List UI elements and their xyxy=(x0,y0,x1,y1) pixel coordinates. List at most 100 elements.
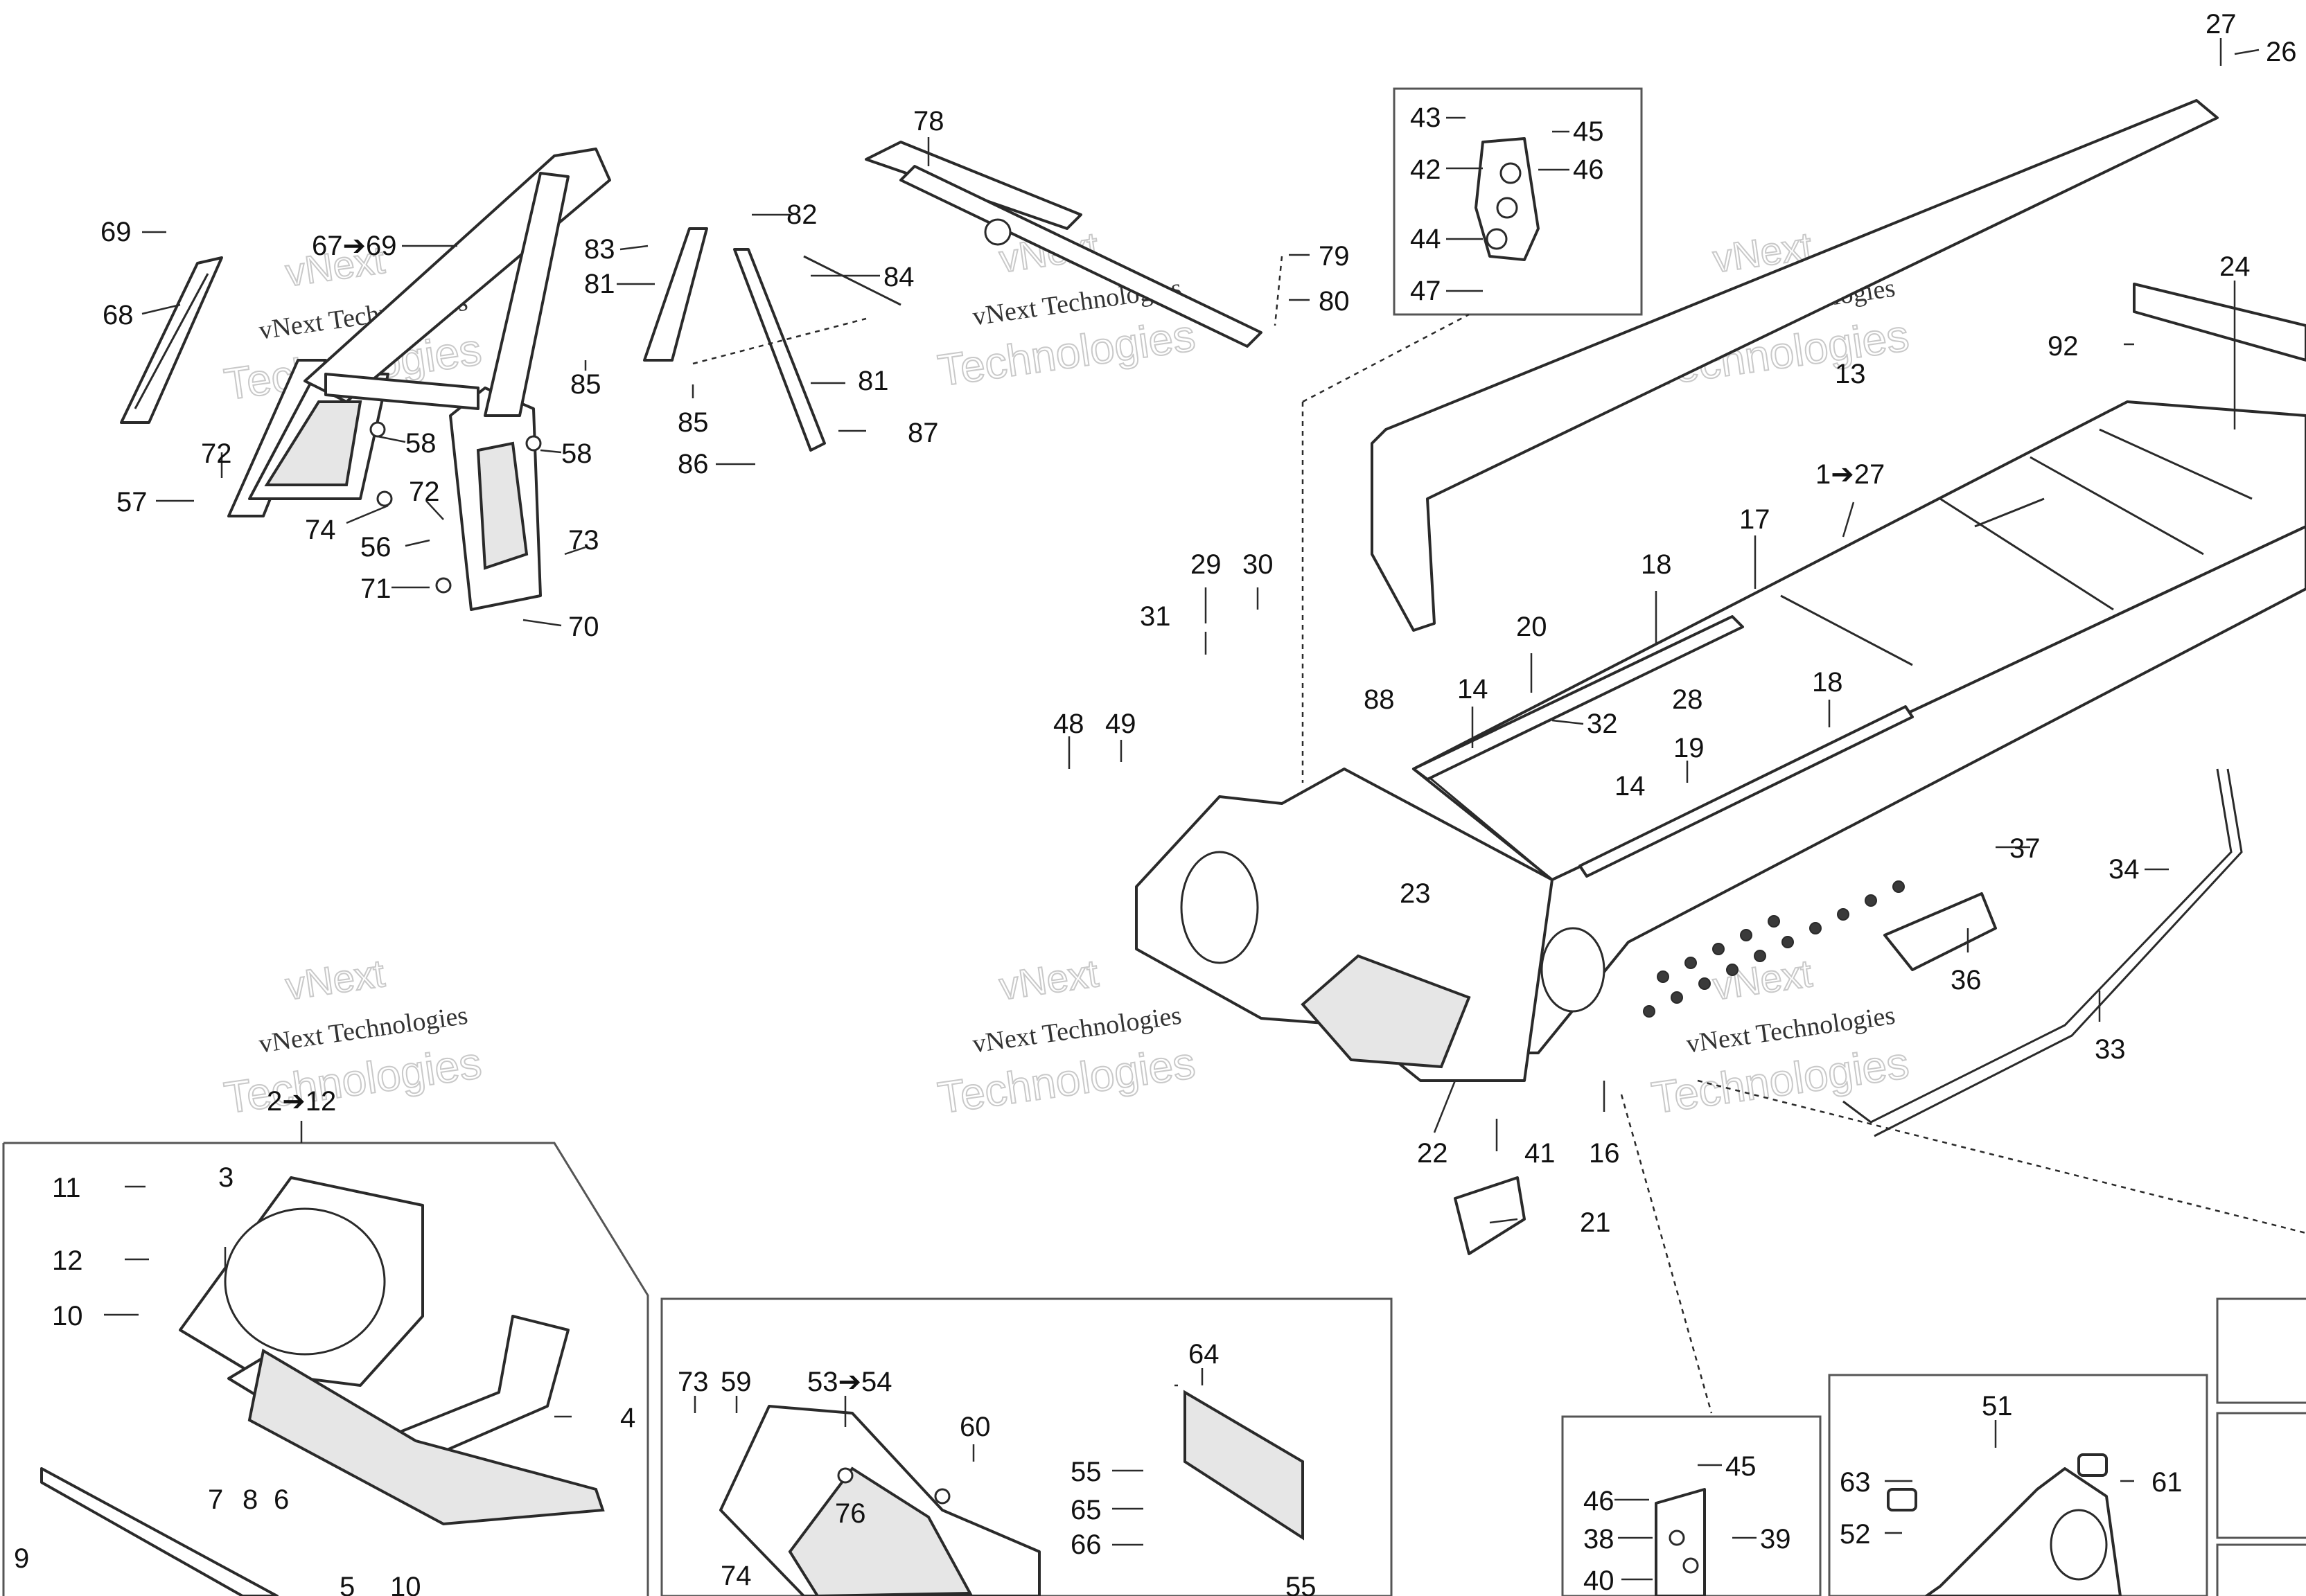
callout-33: 33 xyxy=(2095,1034,2126,1065)
callout-26: 26 xyxy=(2266,37,2297,67)
callout-83: 83 xyxy=(584,234,615,265)
steering-column xyxy=(865,141,1283,348)
detail-box-side-a xyxy=(2216,1297,2306,1404)
engine-mount-detail xyxy=(1887,1453,2122,1596)
callout-73b: 73 xyxy=(678,1367,709,1397)
callout-37: 37 xyxy=(2009,833,2041,864)
detail-box-cradle xyxy=(2,1142,649,1596)
callout-48: 48 xyxy=(1053,709,1084,739)
callout-7: 7 xyxy=(208,1484,223,1515)
callout-46b: 46 xyxy=(1583,1486,1614,1516)
callout-60: 60 xyxy=(960,1412,991,1442)
leader-lines xyxy=(104,38,2260,1581)
callout-88: 88 xyxy=(1364,684,1395,715)
callout-70: 70 xyxy=(568,612,599,642)
callout-46a: 46 xyxy=(1573,154,1604,185)
callout-11: 11 xyxy=(52,1173,81,1203)
callout-56: 56 xyxy=(360,532,391,562)
callout-19: 19 xyxy=(1673,733,1705,763)
callout-23: 23 xyxy=(1400,878,1431,909)
callout-14b: 14 xyxy=(1614,771,1646,801)
callout-18a: 18 xyxy=(1641,549,1672,580)
callout-28: 28 xyxy=(1672,684,1703,715)
skid-plate-assembly xyxy=(719,1390,1304,1596)
callout-82: 82 xyxy=(786,200,818,230)
callout-80: 80 xyxy=(1319,286,1350,317)
callout-43: 43 xyxy=(1410,103,1441,133)
callout-58b: 58 xyxy=(561,438,592,469)
callout-67-69: 67➔69 xyxy=(312,231,397,261)
detail-box-side-b xyxy=(2216,1412,2306,1539)
callout-16: 16 xyxy=(1589,1138,1620,1169)
callout-10a: 10 xyxy=(52,1301,83,1331)
callout-71: 71 xyxy=(360,574,391,604)
callout-92: 92 xyxy=(2048,331,2079,362)
detail-box-side-c xyxy=(2216,1543,2306,1596)
callout-53-54: 53➔54 xyxy=(807,1367,892,1397)
callout-20: 20 xyxy=(1516,612,1547,642)
detail-box-mount xyxy=(1828,1374,2208,1596)
callout-36: 36 xyxy=(1951,965,1982,995)
callout-6: 6 xyxy=(274,1484,289,1515)
callout-64: 64 xyxy=(1188,1339,1220,1369)
callout-66: 66 xyxy=(1071,1530,1102,1560)
callout-47: 47 xyxy=(1410,276,1441,306)
callout-1-27: 1➔27 xyxy=(1815,459,1885,490)
callout-34: 34 xyxy=(2109,854,2140,885)
callout-85a: 85 xyxy=(570,369,601,400)
callout-87: 87 xyxy=(908,418,939,448)
watermark-vnext: vNext xyxy=(996,951,1101,1008)
watermark-vnext: vNext xyxy=(283,951,387,1008)
callout-65: 65 xyxy=(1071,1495,1102,1525)
callout-30: 30 xyxy=(1242,549,1274,580)
callout-12: 12 xyxy=(52,1245,83,1276)
callout-labels: 69 68 67➔69 72 57 74 58 72 56 71 58 73 7… xyxy=(14,9,2297,1596)
detail-box-bracket xyxy=(1393,87,1643,316)
callout-55a: 55 xyxy=(1071,1457,1102,1487)
callout-81a: 81 xyxy=(584,269,615,299)
callout-2-12: 2➔12 xyxy=(267,1086,336,1117)
running-board-holes xyxy=(1643,880,1905,1018)
callout-74a: 74 xyxy=(305,515,336,545)
callout-44: 44 xyxy=(1410,224,1441,254)
callout-38: 38 xyxy=(1583,1524,1614,1554)
callout-31: 31 xyxy=(1140,601,1171,632)
callout-10b: 10 xyxy=(390,1572,421,1596)
callout-81b: 81 xyxy=(858,366,889,396)
callout-68: 68 xyxy=(103,300,134,330)
callout-42: 42 xyxy=(1410,154,1441,185)
callout-5: 5 xyxy=(340,1572,355,1596)
callout-55b: 55 xyxy=(1285,1572,1317,1596)
detail-box-skid xyxy=(660,1297,1393,1596)
callout-61: 61 xyxy=(2151,1467,2183,1498)
callout-57: 57 xyxy=(116,487,148,517)
callout-63: 63 xyxy=(1840,1467,1871,1498)
callout-52: 52 xyxy=(1840,1519,1871,1550)
callout-22: 22 xyxy=(1417,1138,1448,1169)
callout-41: 41 xyxy=(1524,1138,1556,1169)
callout-72b: 72 xyxy=(409,477,440,507)
callout-74b: 74 xyxy=(721,1561,752,1591)
callout-17: 17 xyxy=(1739,504,1770,535)
callout-45a: 45 xyxy=(1573,116,1604,147)
callout-69: 69 xyxy=(100,217,132,247)
callout-78: 78 xyxy=(913,106,944,136)
callout-51: 51 xyxy=(1982,1391,2013,1421)
callout-24: 24 xyxy=(2219,251,2251,282)
lower-bracket-detail xyxy=(1655,1488,1706,1596)
callout-85b: 85 xyxy=(678,407,709,438)
callout-72a: 72 xyxy=(201,438,232,469)
callout-40: 40 xyxy=(1583,1566,1614,1596)
callout-14a: 14 xyxy=(1457,674,1488,704)
callout-76: 76 xyxy=(835,1498,866,1529)
callout-86: 86 xyxy=(678,449,709,479)
callout-45b: 45 xyxy=(1725,1451,1757,1482)
callout-21: 21 xyxy=(1580,1207,1611,1238)
callout-27: 27 xyxy=(2206,9,2237,39)
callout-3: 3 xyxy=(218,1162,234,1193)
callout-32: 32 xyxy=(1587,709,1618,739)
callout-9: 9 xyxy=(14,1543,29,1574)
tunnel-assembly xyxy=(1135,99,2306,1414)
callout-84: 84 xyxy=(883,262,915,292)
